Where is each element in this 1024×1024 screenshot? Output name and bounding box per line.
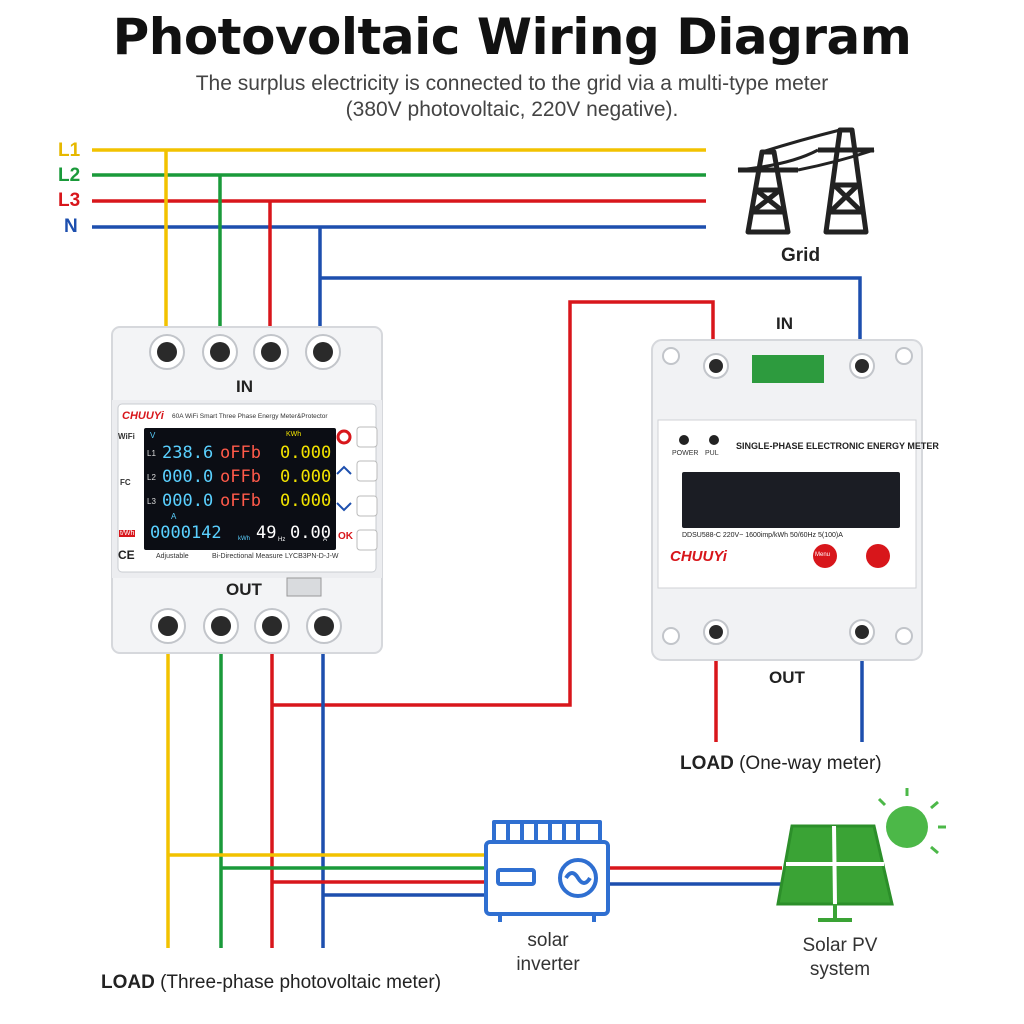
lcd-energy-2: 0.000 [280, 467, 332, 487]
single-phase-meter [651, 339, 923, 661]
inverter-label-2: inverter [516, 954, 580, 975]
lcd-total: 0000142 [150, 523, 222, 543]
single-in-label: IN [776, 314, 793, 333]
lcd-unit-v: V [150, 431, 156, 440]
solar-pv-label-1: Solar PV [802, 935, 878, 956]
lcd-voltage-3: 000.0 [162, 491, 214, 511]
l3-to-single-meter [272, 300, 715, 707]
fc-label: FC [120, 478, 131, 487]
lcd-freq-unit: Hz [278, 537, 286, 543]
chevron-up-icon [336, 465, 352, 475]
footer-mid: Bi-Directional Measure [212, 553, 283, 560]
lcd-unit-kwh: KWh [286, 431, 302, 438]
page-title: Photovoltaic Wiring Diagram [112, 8, 912, 66]
lcd-row-label-2: L2 [147, 473, 156, 482]
menu-button[interactable]: Menu [815, 552, 831, 558]
lcd-bottom-unit: A [171, 512, 177, 521]
lcd-energy-1: 0.000 [280, 443, 332, 463]
power-label: POWER [672, 450, 699, 457]
grid-icon [737, 127, 875, 235]
gear-icon [336, 429, 352, 445]
lcd-energy-3: 0.000 [280, 491, 332, 511]
ok-label: OK [338, 531, 353, 542]
lcd-voltage-2: 000.0 [162, 467, 214, 487]
single-out-label: OUT [769, 668, 805, 687]
single-meter-title: SINGLE-PHASE ELECTRONIC ENERGY METER [736, 441, 939, 451]
three-phase-meter [111, 326, 383, 654]
chevron-down-icon [336, 502, 352, 512]
lcd-status-1: oFFb [220, 443, 261, 463]
inverter-label-1: solar [527, 930, 569, 951]
three-phase-in-label: IN [236, 377, 253, 396]
ce-label: CE [118, 548, 135, 562]
l2-label: L2 [58, 165, 81, 186]
grid-label: Grid [781, 245, 821, 266]
lcd-row-label-1: L1 [147, 449, 156, 458]
pul-label: PUL [705, 450, 719, 457]
single-meter-spec: DDSU588-C 220V~ 1600imp/kWh 50/60Hz 5(10… [682, 532, 843, 539]
twh-label: t/Wh [119, 530, 136, 537]
load-three-phase-label: LOAD (Three-phase photovoltaic meter) [101, 972, 442, 993]
solar-panel-icon [776, 788, 946, 922]
lcd-current: 0.00 [290, 523, 331, 543]
footer-left: Adjustable [156, 553, 189, 560]
lcd-status-2: oFFb [220, 467, 261, 487]
n-to-single-meter [320, 276, 862, 340]
solar-pv-label-2: system [809, 959, 871, 980]
load-one-way-label: LOAD (One-way meter) [680, 753, 882, 774]
lcd-freq: 49 [256, 523, 277, 543]
solar-inverter-icon [484, 820, 610, 922]
lcd-status-3: oFFb [220, 491, 261, 511]
three-phase-out-label: OUT [226, 580, 262, 599]
single-meter-brand: CHUUYi [670, 548, 727, 565]
lcd-current-unit: A [323, 537, 328, 543]
lcd-total-unit: kWh [238, 536, 250, 542]
three-phase-header: 60A WiFi Smart Three Phase Energy Meter&… [172, 413, 328, 420]
lcd-row-label-3: L3 [147, 497, 156, 506]
wifi-label: WiFi [118, 432, 135, 441]
l1-label: L1 [58, 140, 81, 161]
three-phase-brand: CHUUYi [122, 410, 164, 422]
subtitle-line-2: (380V photovoltaic, 220V negative). [345, 98, 679, 121]
subtitle-line-1: The surplus electricity is connected to … [195, 72, 829, 95]
footer-right: LYCB3PN-D-J-W [285, 553, 339, 560]
l3-label: L3 [58, 190, 81, 211]
n-label: N [64, 216, 78, 237]
lcd-voltage-1: 238.6 [162, 443, 214, 463]
